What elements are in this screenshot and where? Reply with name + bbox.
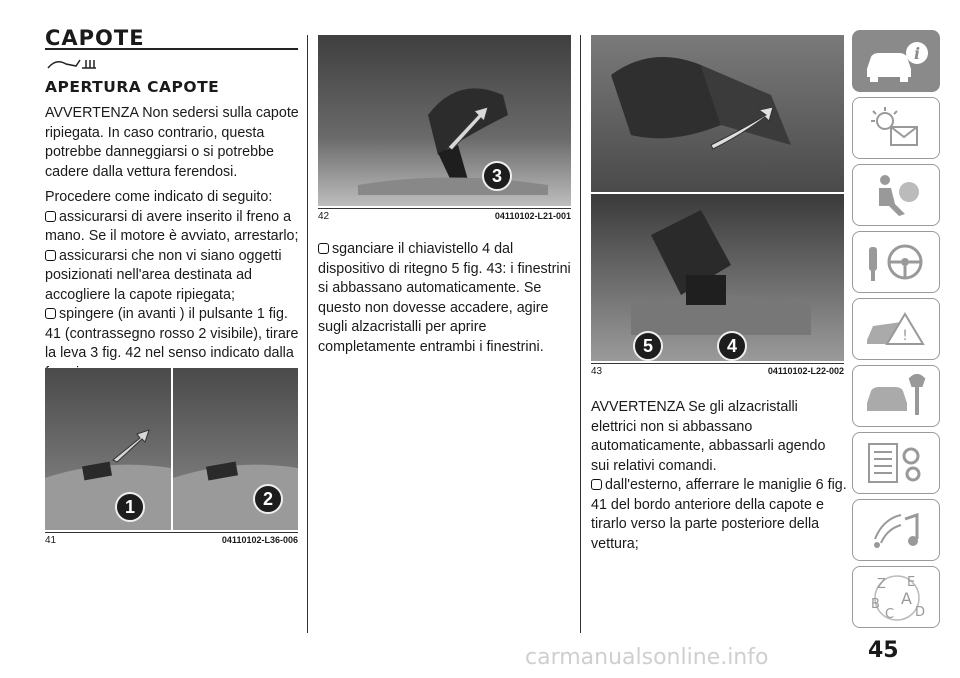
callout-5: 5: [633, 331, 663, 361]
watermark: carmanualsonline.info: [525, 645, 769, 670]
tab-emergency[interactable]: !: [852, 298, 940, 360]
figure-42: 3: [318, 35, 571, 206]
warning-text: AVVERTENZA Non sedersi sulla capote ripi…: [45, 105, 299, 180]
tab-starting-driving[interactable]: [852, 231, 940, 293]
subsection-title: APERTURA CAPOTE: [45, 78, 220, 96]
starting-driving-icon: [869, 244, 923, 281]
figure-code: 04110102-L22-002: [767, 366, 844, 376]
svg-text:i: i: [914, 44, 920, 63]
callout-1: 1: [115, 492, 145, 522]
intro-text: Procedere come indicato di seguito:: [45, 189, 273, 205]
column-1-text: AVVERTENZA Non sedersi sulla capote ripi…: [45, 104, 301, 383]
tab-car-info[interactable]: i: [852, 30, 940, 92]
figure-number: 42: [318, 211, 330, 222]
svg-text:!: !: [902, 328, 908, 344]
tab-multimedia[interactable]: [852, 499, 940, 561]
figure-41-illustration: [45, 368, 298, 530]
column-divider: [307, 35, 308, 633]
svg-text:B: B: [871, 597, 880, 612]
svg-text:C: C: [885, 607, 894, 622]
bullet-item: dall'esterno, afferrare le maniglie 6 fi…: [591, 477, 847, 552]
checkbox-bullet-icon: [45, 210, 56, 222]
figure-code: 04110102-L21-001: [494, 211, 571, 221]
convertible-roof-icon: [46, 56, 98, 75]
figure-number: 41: [45, 535, 57, 546]
bullet-item: assicurarsi di avere inserito il freno a…: [45, 208, 299, 244]
svg-text:Z: Z: [877, 577, 886, 592]
tab-index[interactable]: Z E B A C D: [852, 566, 940, 628]
checkbox-bullet-icon: [45, 308, 56, 319]
figure-42-illustration: [318, 35, 571, 206]
svg-text:E: E: [907, 575, 915, 590]
section-title: CAPOTE: [45, 26, 145, 50]
column-3-text: AVVERTENZA Se gli alzacristalli elettric…: [591, 398, 847, 554]
figure-42-caption: 42 04110102-L21-001: [318, 211, 571, 222]
checkbox-bullet-icon: [45, 249, 56, 261]
tab-maintenance[interactable]: [852, 365, 940, 427]
callout-2: 2: [253, 484, 283, 514]
figure-number: 43: [591, 366, 603, 377]
bullet-item: spingere (in avanti ) il pulsante 1 fig.…: [45, 306, 299, 381]
tab-warning-lights[interactable]: [852, 97, 940, 159]
bullet-item: sganciare il chiavistello 4 dal disposit…: [318, 241, 571, 355]
callout-3: 3: [482, 161, 512, 191]
checkbox-bullet-icon: [591, 479, 602, 490]
emergency-icon: !: [867, 312, 925, 345]
warning-lights-icon: [871, 107, 918, 146]
figure-43-caption: 43 04110102-L22-002: [591, 366, 844, 377]
figure-41: 1 2: [45, 368, 298, 530]
page-number: 45: [868, 638, 899, 663]
figure-41-caption: 41 04110102-L36-006: [45, 535, 298, 546]
warning-text: AVVERTENZA Se gli alzacristalli elettric…: [591, 399, 826, 474]
svg-text:A: A: [901, 589, 912, 608]
figure-43-illustration: [591, 35, 844, 361]
figure-43: 5 4: [591, 35, 844, 361]
tab-technical-data[interactable]: [852, 432, 940, 494]
bullet-item: assicurarsi che non vi siano oggetti pos…: [45, 247, 282, 303]
multimedia-icon: [874, 512, 919, 548]
car-info-icon: i: [867, 42, 928, 82]
figure-code: 04110102-L36-006: [221, 535, 298, 545]
tab-safety[interactable]: [852, 164, 940, 226]
column-2-text: sganciare il chiavistello 4 dal disposit…: [318, 240, 574, 357]
column-divider: [580, 35, 581, 633]
index-icon: Z E B A C D: [871, 575, 925, 622]
checkbox-bullet-icon: [318, 243, 329, 254]
technical-data-icon: [868, 443, 921, 483]
maintenance-icon: [867, 374, 926, 415]
callout-4: 4: [717, 331, 747, 361]
chapter-sidebar: i !: [852, 30, 942, 633]
safety-airbag-icon: [879, 175, 919, 216]
title-rule: [45, 48, 298, 50]
svg-text:D: D: [915, 605, 925, 620]
